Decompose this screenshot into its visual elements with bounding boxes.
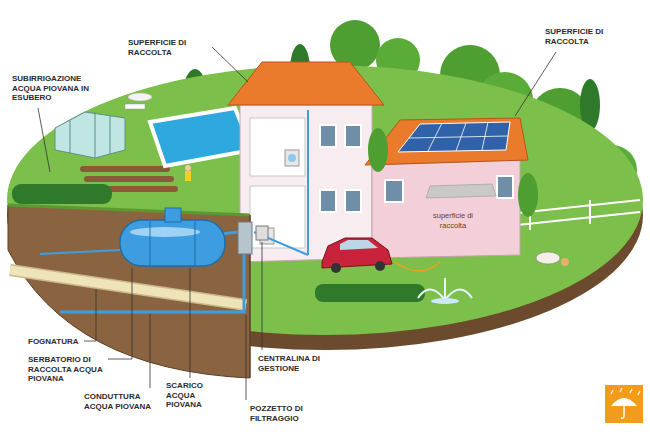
tank — [120, 208, 225, 266]
leader-line — [262, 242, 263, 350]
umbrella-canopy — [611, 398, 637, 406]
overflow-pipe — [40, 250, 120, 254]
room-upper — [250, 118, 305, 176]
car-wheel — [331, 263, 341, 273]
window — [320, 190, 336, 212]
part-label: FOGNATURA — [28, 337, 88, 347]
soil-section — [8, 205, 250, 378]
sun-lounger — [125, 104, 145, 109]
window — [320, 125, 336, 147]
filter-well — [238, 222, 252, 254]
part-label: POZZETTO DI FILTRAGGIO — [250, 404, 334, 423]
window — [497, 176, 513, 198]
ground-surface — [8, 205, 250, 215]
room-lower — [250, 186, 305, 248]
leader-lines — [38, 47, 556, 400]
leader-line — [150, 314, 151, 388]
garden-bed — [84, 176, 174, 182]
part-label: SCARICO ACQUA PIOVANA — [166, 381, 214, 410]
leader-line — [38, 108, 50, 172]
solar-panel-grid — [409, 136, 508, 138]
solar-panel — [398, 122, 510, 152]
tank-rib — [150, 221, 151, 265]
umbrella-handle — [621, 406, 624, 418]
gardener — [185, 171, 191, 181]
umbrella — [128, 93, 152, 101]
fountain — [418, 278, 472, 304]
window — [345, 125, 361, 147]
house — [228, 62, 384, 262]
washing-machine — [285, 150, 299, 166]
part-label: SERBATORIO DI RACCOLTA ACQUA PIOVANA — [28, 355, 114, 384]
leader-line — [108, 268, 132, 359]
fence-post — [589, 200, 591, 224]
sewer-pipe — [10, 270, 246, 305]
part-label: SUBIRRIGAZIONE ACQUA PIOVANA IN ESUBERO — [12, 74, 112, 103]
leader-line — [212, 47, 248, 82]
roof — [228, 62, 384, 105]
downpipe — [307, 110, 309, 255]
climbing-plant — [368, 128, 388, 172]
part-label: SUPERFICIE DI RACCOLTA — [128, 38, 210, 57]
greenhouse-frame — [95, 112, 96, 158]
tank-rib — [195, 221, 196, 265]
garden-hose — [395, 262, 440, 271]
person — [561, 258, 569, 266]
control-unit — [256, 226, 268, 240]
greenhouse-body — [55, 112, 125, 158]
tank-highlight — [130, 227, 200, 237]
garden-bed — [80, 166, 170, 172]
greenhouse-frame — [70, 120, 71, 153]
solar-panel-grid — [482, 122, 488, 150]
climbing-plant — [518, 173, 538, 217]
hedge — [315, 284, 425, 302]
part-label: SUPERFICIE DI RACCOLTA — [545, 27, 635, 46]
rain-drop — [638, 391, 640, 395]
rain-icon — [605, 385, 643, 423]
hedge — [12, 184, 112, 204]
fountain-basin — [431, 298, 459, 304]
house-wing — [365, 118, 538, 258]
greenhouse-frame — [110, 115, 111, 154]
leader-line — [190, 268, 191, 378]
wall-label: superficie di raccolta — [422, 211, 484, 230]
car-window — [340, 240, 378, 250]
car-wheel — [375, 261, 385, 271]
rain-drop — [620, 388, 622, 392]
rain-drop — [630, 389, 632, 393]
leader-line — [246, 315, 247, 400]
car — [322, 238, 440, 273]
rain-drop — [611, 390, 613, 394]
icon-square — [605, 385, 643, 423]
gardener — [185, 165, 191, 171]
part-label: CENTRALINA DI GESTIONE — [258, 354, 342, 373]
wing-roof — [365, 118, 528, 165]
pool-water — [150, 108, 252, 166]
greenhouse — [55, 112, 125, 158]
wing-wall — [372, 160, 520, 258]
window — [345, 190, 361, 212]
awning — [426, 184, 496, 198]
part-label: CONDUTTURA ACQUA PIOVANA — [84, 392, 162, 411]
rainwater-pipe — [222, 232, 238, 234]
washing-machine-door — [288, 154, 296, 162]
water-jet — [444, 278, 446, 300]
tank-manhole — [165, 208, 181, 222]
leader-line — [515, 52, 556, 116]
window — [385, 180, 403, 202]
tank-body — [120, 220, 225, 266]
sewer-pipe-outline — [10, 270, 246, 305]
leader-line — [84, 289, 96, 341]
horse — [536, 252, 560, 264]
